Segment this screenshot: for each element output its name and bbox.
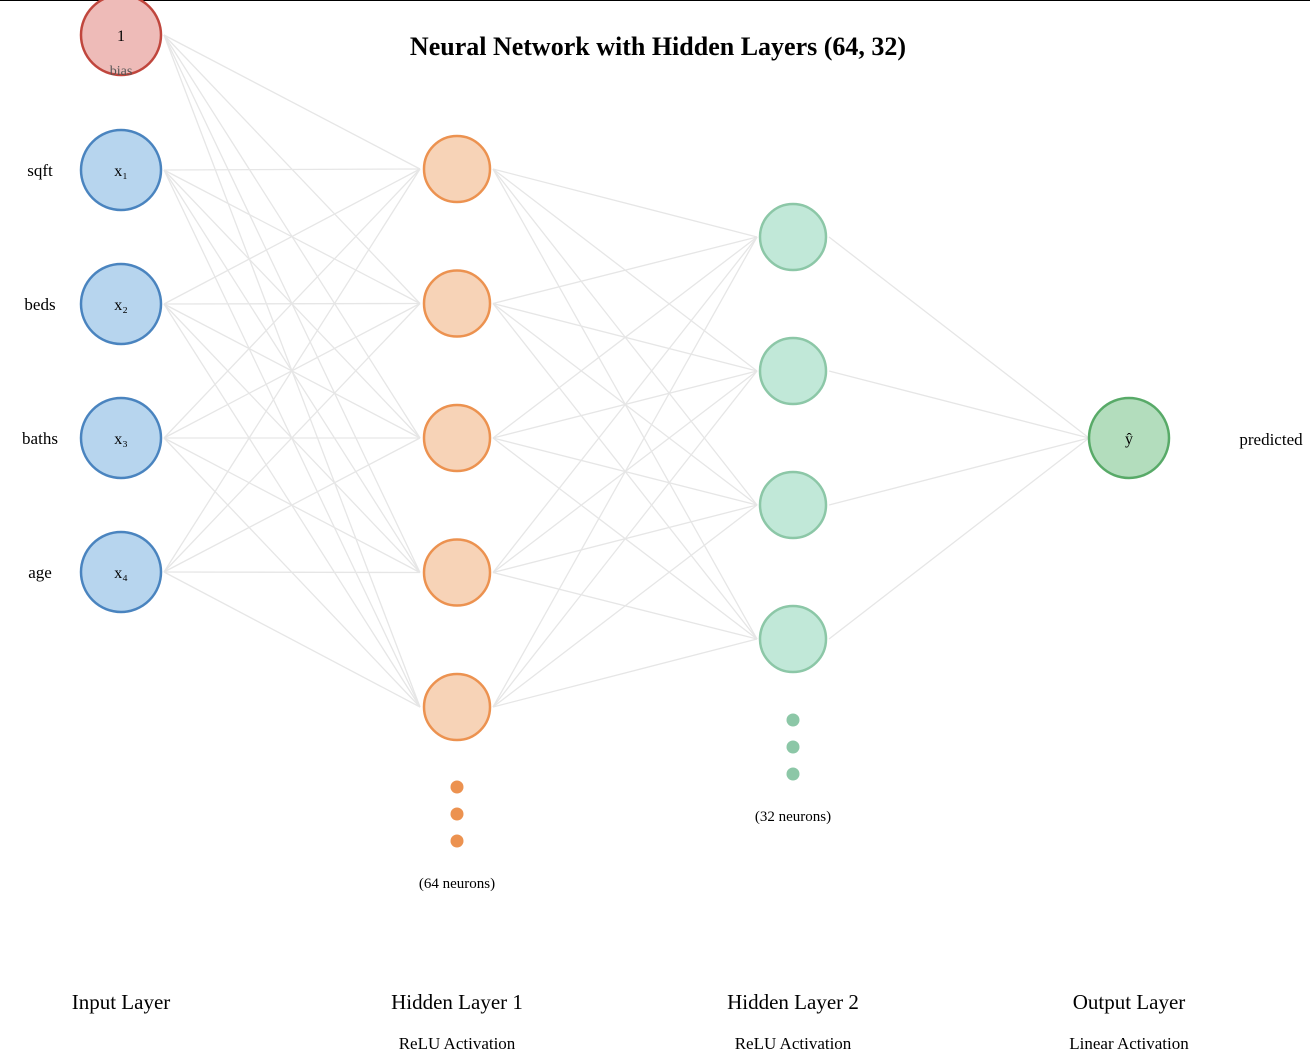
edge-hidden1-hidden2: [492, 236, 758, 708]
edge-input-hidden1: [163, 34, 421, 170]
edge-hidden2-output: [828, 437, 1090, 506]
edge-hidden1-hidden2: [492, 236, 758, 573]
hidden1-neuron: [422, 672, 492, 742]
hidden2-neuron: [758, 336, 828, 406]
edge-input-hidden1: [163, 168, 421, 305]
edge-hidden2-output: [828, 437, 1090, 640]
hidden1-ellipsis-dot: [450, 807, 464, 821]
input-feature-label: age: [28, 563, 52, 582]
diagram-title: Neural Network with Hidden Layers (64, 3…: [410, 32, 906, 61]
hidden2-ellipsis-dot: [786, 767, 800, 781]
edge-input-hidden1: [163, 571, 421, 574]
edge-hidden1-hidden2: [492, 638, 758, 708]
edge-input-hidden1: [163, 303, 421, 573]
input-node-symbol: x₄: [114, 565, 128, 582]
edge-input-hidden1: [163, 168, 421, 573]
hidden1-neuron: [422, 134, 492, 204]
diagram-labels: Neural Network with Hidden Layers (64, 3…: [22, 32, 1303, 1053]
hidden-layer-1-count: (64 neurons): [419, 876, 495, 892]
edge-hidden1-hidden2: [492, 370, 758, 708]
edge-input-hidden1: [163, 168, 421, 171]
network-nodes: 1 bias x₁ x₂ x₃ x₄ ŷ: [79, 0, 1171, 848]
input-node: [79, 262, 163, 346]
bias-value: 1: [117, 28, 125, 45]
input-node-symbol: x₁: [114, 163, 128, 180]
input-node-symbol: x₂: [114, 297, 128, 314]
top-border-line: [0, 0, 1310, 1]
edge-hidden1-hidden2: [492, 236, 758, 439]
edge-hidden1-hidden2: [492, 168, 758, 238]
edge-hidden2-output: [828, 236, 1090, 439]
edge-hidden1-hidden2: [492, 236, 758, 305]
bias-node: [79, 0, 163, 77]
hidden-layer-2-activation: ReLU Activation: [735, 1034, 852, 1053]
input-node: [79, 396, 163, 480]
input-node: [79, 128, 163, 212]
output-layer-activation: Linear Activation: [1069, 1034, 1189, 1053]
input-node: [79, 530, 163, 614]
output-node: [1087, 396, 1171, 480]
hidden1-neuron: [422, 269, 492, 338]
input-node-symbol: x₃: [114, 431, 128, 448]
bias-label: bias: [110, 64, 133, 79]
input-feature-label: baths: [22, 429, 58, 448]
hidden2-ellipsis-dot: [786, 740, 800, 754]
output-layer-name: Output Layer: [1073, 990, 1186, 1014]
hidden1-ellipsis-dot: [450, 780, 464, 794]
hidden-layer-1-activation: ReLU Activation: [399, 1034, 516, 1053]
hidden2-neuron: [758, 470, 828, 540]
output-feature-label: predicted: [1239, 430, 1303, 449]
hidden1-neuron: [422, 403, 492, 473]
input-feature-label: sqft: [27, 161, 53, 180]
edge-hidden2-output: [828, 370, 1090, 439]
connection-edges: [163, 34, 1090, 708]
input-layer-name: Input Layer: [72, 990, 171, 1014]
edge-input-hidden1: [163, 168, 421, 439]
hidden2-ellipsis-dot: [786, 713, 800, 727]
hidden-layer-2-count: (32 neurons): [755, 809, 831, 825]
edge-input-hidden1: [163, 571, 421, 708]
hidden1-ellipsis-dot: [450, 834, 464, 848]
hidden-layer-2-name: Hidden Layer 2: [727, 990, 859, 1014]
input-feature-label: beds: [24, 295, 55, 314]
hidden1-neuron: [422, 538, 492, 607]
edge-hidden1-hidden2: [492, 504, 758, 708]
hidden2-neuron: [758, 604, 828, 674]
hidden-layer-1-name: Hidden Layer 1: [391, 990, 523, 1014]
hidden2-neuron: [758, 202, 828, 272]
output-node-symbol: ŷ: [1125, 431, 1133, 448]
edge-input-hidden1: [163, 437, 421, 573]
